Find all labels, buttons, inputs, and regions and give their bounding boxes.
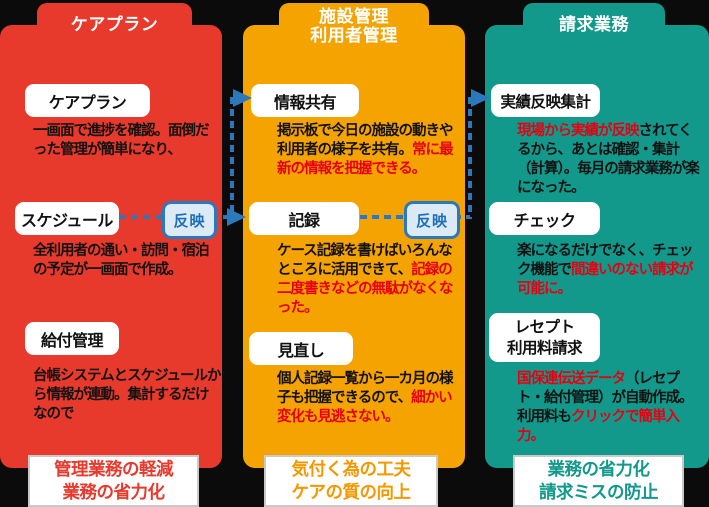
feature-desc-receipt-billing: 国保連伝送データ（レセプト・給付管理）が自動作成。 利用料もクリックで簡単入力。 [517,371,693,444]
summary-box-facility-management: 気付く為の工夫 ケアの質の向上 [264,455,438,507]
arrow-right-icon-results [471,89,490,107]
tab-facility-management-label: 施設管理 利用者管理 [310,7,398,45]
feature-box-careplan: ケアプラン [25,84,150,117]
feature-box-benefit-management: 給付管理 [25,322,119,355]
arrow-right-icon-record [227,208,246,226]
summary-box-careplan: 管理業務の軽減 業務の省力化 [28,455,199,507]
tab-billing-label: 請求業務 [559,15,629,34]
feature-desc-schedule: 全利用者の通い・訪問・宿泊の予定が一画面で作成。 [33,243,209,278]
feature-box-schedule: スケジュール [15,202,119,235]
feature-box-check: チェック [489,202,600,235]
feature-box-info-sharing: 情報共有 [251,84,359,117]
connector-up-to-info-sharing [230,97,234,217]
connector-schedule-to-badge [119,215,162,219]
reflect-badge-record: 反映 [404,201,460,239]
connector-record-to-badge [360,215,404,219]
feature-desc-careplan: 一画面で進捗を確認。面倒だった管理が簡単になり、 [33,123,209,158]
connector-up-to-results [468,97,472,219]
feature-desc-info-sharing: 掲示板で今日の施設の動きや利用者の様子を共有。常に最新の情報を把握できる。 [277,123,453,177]
feature-box-record: 記録 [249,202,359,235]
arrow-right-icon-info-sharing [233,89,252,107]
summary-box-billing: 業務の省力化 請求ミスの防止 [513,455,684,507]
feature-box-receipt-billing: レセプト 利用料請求 [489,313,600,362]
tab-careplan-label: ケアプラン [70,15,159,34]
feature-desc-review: 個人記録一覧から一カ月の様子も把握できるので、細かい変化も見逃さない。 [277,371,453,425]
connector-badge-to-record [211,215,228,219]
reflect-badge-schedule: 反映 [162,201,217,239]
feature-box-review: 見直し [249,332,353,365]
feature-desc-benefit-management: 台帳システムとスケジュールから情報が連動。集計するだけなので [33,368,222,422]
feature-desc-record: ケース記録を書けばいろんなところに活用できて、記録の二度書きなどの無駄がなくなっ… [277,243,453,316]
connector-badge-to-corner [454,215,470,219]
feature-box-results-aggregation: 実績反映集計 [491,84,600,117]
feature-desc-results-aggregation: 現場から実績が反映されてくるから、あとは確認・集計（計算）。毎月の請求業務が楽に… [517,123,700,196]
feature-desc-check: 楽になるだけでなく、チェック機能で間違いのない請求が可能に。 [517,243,693,297]
